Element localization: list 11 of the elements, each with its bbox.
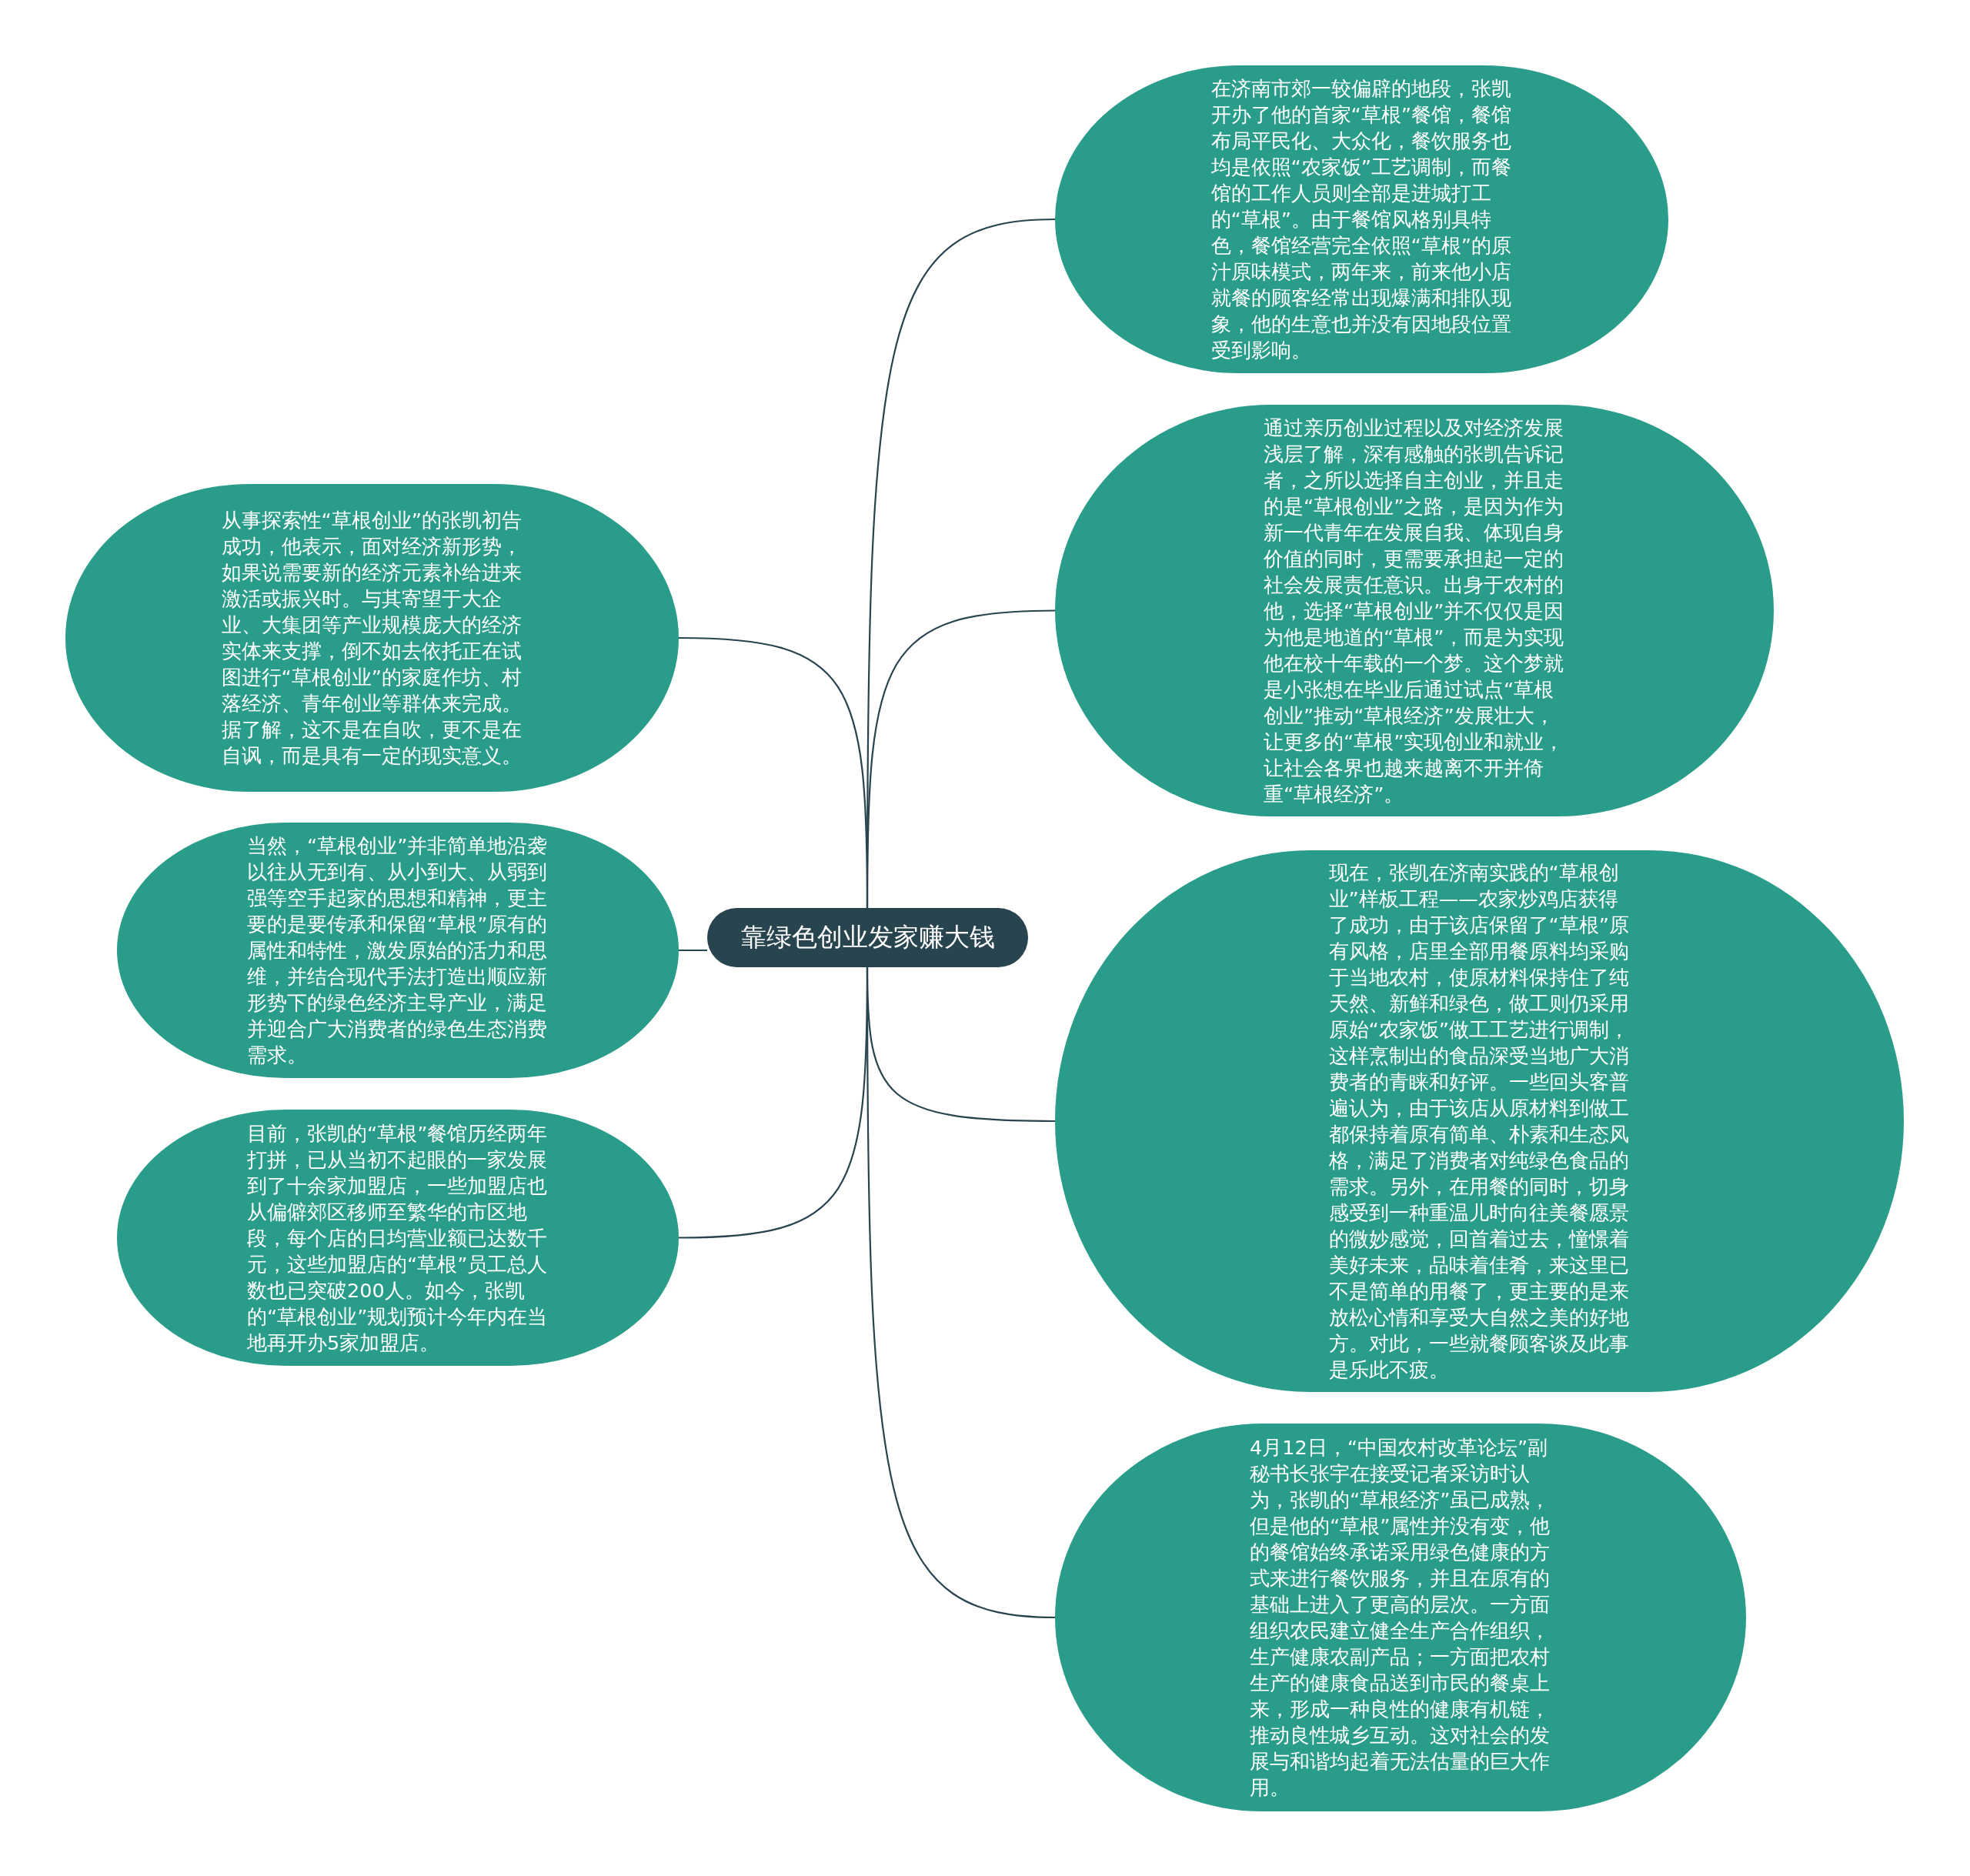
text-bubble: 在济南市郊一较偏辟的地段，张凯开办了他的首家“草根”餐馆，餐馆布局平民化、大众化，餐饮服务也均是依照“农家饭”工艺调制，而餐馆的工作人员则全部是进城打工的“草根”。由于餐馆风格别具特色，餐馆经营完全依照“草根”的原汁原味模式，两年来，前来他小店就餐的顾客经常出现爆满和排队现象，他的生意也并没有因地段位置受到影响。: [1055, 65, 1668, 373]
connector-line: [678, 636, 869, 908]
text-bubble: 通过亲历创业过程以及对经济发展浅层了解，深有感触的张凯告诉记者，之所以选择自主创业，并且走的是“草根创业”之路，是因为作为新一代青年在发展自我、体现自身价值的同时，更需要承担起一定的社会发展责任意识。出身于农村的他，选择“草根创业”并不仅仅是因为他是地道的“草根”，而是为实现他在校十年载的一个梦。这个梦就是小张想在毕业后通过试点“草根创业”推动“草根经济”发展壮大，让更多的“草根”实现创业和就业，让社会各界也越来越离不开并倚重“草根经济”。: [1055, 405, 1774, 816]
text-bubble: 当然，“草根创业”并非简单地沿袭以往从无到有、从小到大、从弱到强等空手起家的思想和精神，更主要的是要传承和保留“草根”原有的属性和特性，激发原始的活力和思维，并结合现代手法打造出顺应新形势下的绿色经济主导产业，满足并迎合广大消费者的绿色生态消费需求。: [117, 823, 679, 1078]
text-bubble: 从事探索性“草根创业”的张凯初告成功，他表示，面对经济新形势，如果说需要新的经济元素补给进来激活或振兴时。与其寄望于大企业、大集团等产业规模庞大的经济实体来支撑，倒不如去依托正在试图进行“草根创业”的家庭作坊、村落经济、青年创业等群体来完成。据了解，这不是在自吹，更不是在自讽，而是具有一定的现实意义。: [65, 484, 679, 792]
text-bubble: 4月12日，“中国农村改革论坛”副秘书长张宇在接受记者采访时认为，张凯的“草根经济”虽已成熟，但是他的“草根”属性并没有变，他的餐馆始终承诺采用绿色健康的方式来进行餐饮服务，并且在原有的基础上进入了更高的层次。一方面组织农民建立健全生产合作组织，生产健康农副产品；一方面把农村生产的健康食品送到市民的餐桌上来，形成一种良性的健康有机链，推动良性城乡互动。这对社会的发展与和谐均起着无法估量的巨大作用。: [1055, 1424, 1746, 1811]
text-bubble: 现在，张凯在济南实践的“草根创业”样板工程——农家炒鸡店获得了成功，由于该店保留了“草根”原有风格，店里全部用餐原料均采购于当地农村，使原材料保持住了纯天然、新鲜和绿色，做工则仍采用原始“农家饭”做工工艺进行调制，这样烹制出的食品深受当地广大消费者的青睐和好评。一些回头客普遍认为，由于该店从原材料到做工都保持着原有简单、朴素和生态风格，满足了消费者对纯绿色食品的需求。另外，在用餐的同时，切身感受到一种重温儿时向往美餐愿景的微妙感觉，回首着过去，憧憬着美好未来，品味着佳肴，来这里已不是简单的用餐了，更主要的是来放松心情和享受大自然之美的好地方。对此，一些就餐顾客谈及此事是乐此不疲。: [1055, 850, 1904, 1392]
topic-box: 靠绿色创业发家赚大钱: [707, 908, 1028, 967]
text-bubble: 目前，张凯的“草根”餐馆历经两年打拼，已从当初不起眼的一家发展到了十余家加盟店，一些加盟店也从偏僻郊区移师至繁华的市区地段，每个店的日均营业额已达数千元，这些加盟店的“草根”员工总人数也已突破200人。如今，张凯的“草根创业”规划预计今年内在当地再开办5家加盟店。: [117, 1110, 679, 1366]
connector-line: [679, 949, 707, 952]
connector-line: [678, 967, 869, 1239]
